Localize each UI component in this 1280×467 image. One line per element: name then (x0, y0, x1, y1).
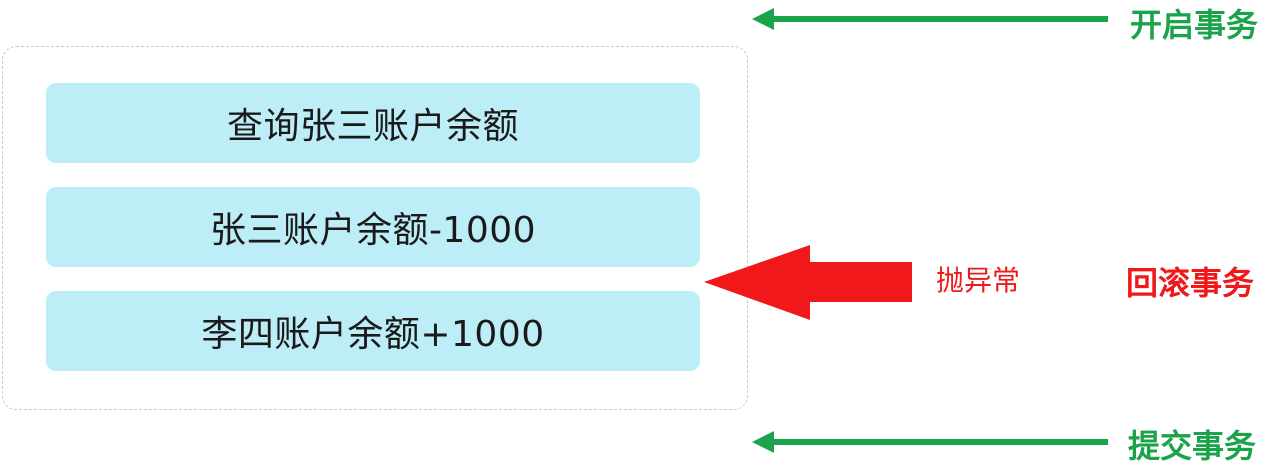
rollback-transaction-label: 回滚事务 (1126, 264, 1255, 302)
begin-arrow (752, 8, 1108, 30)
exception-arrow (704, 245, 912, 320)
begin-transaction-label: 开启事务 (1130, 6, 1259, 44)
commit-transaction-label: 提交事务 (1128, 427, 1257, 465)
transaction-scope-box (2, 46, 748, 410)
commit-arrow (752, 431, 1108, 453)
step-debit-zhangsan: 张三账户余额-1000 (46, 187, 700, 267)
exception-label: 抛异常 (936, 264, 1021, 297)
step-query-balance: 查询张三账户余额 (46, 83, 700, 163)
step-credit-lisi: 李四账户余额+1000 (46, 291, 700, 371)
